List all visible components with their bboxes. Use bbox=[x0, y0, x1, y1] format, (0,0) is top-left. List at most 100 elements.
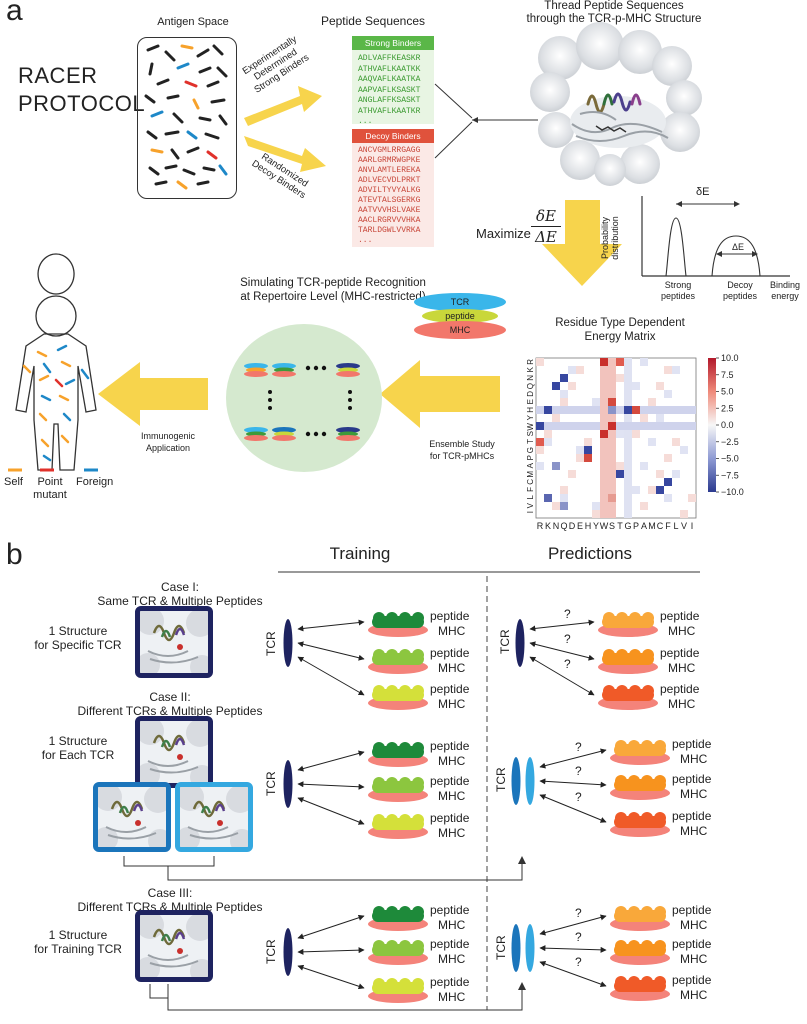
legend-point-line2: mutant bbox=[33, 489, 67, 501]
colorbar bbox=[708, 358, 716, 492]
matrix-cell bbox=[544, 494, 552, 502]
matrix-cell bbox=[624, 358, 632, 366]
matrix-cell bbox=[624, 414, 632, 422]
matrix-cell bbox=[624, 422, 632, 430]
peptide-label: peptide bbox=[660, 609, 700, 623]
peptide-shape bbox=[372, 742, 424, 758]
matrix-cell bbox=[608, 446, 616, 454]
matrix-cell bbox=[672, 366, 680, 374]
matrix-y-tick: F bbox=[526, 487, 535, 492]
peptide-label: peptide bbox=[672, 772, 712, 786]
matrix-cell bbox=[600, 398, 608, 406]
matrix-cell bbox=[536, 422, 544, 430]
case1-line2: Same TCR & Multiple Peptides bbox=[97, 594, 263, 608]
matrix-cell bbox=[608, 374, 616, 382]
binding-arrow bbox=[539, 748, 607, 769]
matrix-y-tick: W bbox=[526, 423, 535, 431]
residue-line1: Residue Type Dependent bbox=[555, 317, 685, 329]
binding-arrow bbox=[297, 914, 365, 940]
tcr-label: TCR bbox=[498, 629, 512, 654]
question-mark: ? bbox=[575, 930, 582, 944]
matrix-cell bbox=[544, 422, 552, 430]
matrix-cell bbox=[616, 406, 624, 414]
matrix-cell bbox=[600, 414, 608, 422]
ensemble-dots bbox=[268, 365, 352, 437]
matrix-cell bbox=[624, 478, 632, 486]
matrix-x-tick: I bbox=[691, 521, 694, 531]
tcr-label: TCR bbox=[494, 767, 508, 792]
matrix-y-tick: G bbox=[526, 447, 535, 453]
stack-mhc-label: MHC bbox=[449, 325, 471, 335]
yellow-arrow-ensemble bbox=[380, 360, 500, 428]
stack-peptide-label: peptide bbox=[445, 311, 475, 321]
binding-arrow bbox=[297, 641, 365, 661]
matrix-cell bbox=[600, 454, 608, 462]
matrix-cell bbox=[600, 374, 608, 382]
case2-struct-line1: 1 Structure bbox=[48, 734, 108, 748]
matrix-x-tick: V bbox=[681, 521, 687, 531]
peptide-shape bbox=[372, 814, 424, 830]
peptide-shape bbox=[372, 940, 424, 956]
matrix-cell bbox=[568, 382, 576, 390]
prediction-tcr bbox=[525, 924, 535, 972]
matrix-cell bbox=[536, 462, 544, 470]
mhc-label: MHC bbox=[438, 661, 466, 675]
matrix-cell bbox=[552, 422, 560, 430]
matrix-cell bbox=[592, 510, 600, 518]
mhc-label: MHC bbox=[680, 988, 708, 1002]
prediction-tcr bbox=[515, 619, 525, 667]
case3-line2: Different TCRs & Multiple Peptides bbox=[77, 900, 263, 914]
matrix-cell bbox=[608, 430, 616, 438]
matrix-cell bbox=[624, 462, 632, 470]
simulating-line2: at Repertoire Level (MHC-restricted) bbox=[240, 291, 426, 303]
question-mark: ? bbox=[575, 764, 582, 778]
matrix-cell bbox=[560, 486, 568, 494]
matrix-cell bbox=[688, 422, 696, 430]
colorbar-tick: 10.0 bbox=[721, 353, 739, 363]
matrix-cell bbox=[600, 510, 608, 518]
panel-b-letter: b bbox=[6, 538, 23, 571]
tcr-label: TCR bbox=[264, 771, 278, 796]
matrix-cell bbox=[680, 406, 688, 414]
question-mark: ? bbox=[575, 739, 582, 754]
training-title: Training bbox=[329, 544, 391, 563]
matrix-cell bbox=[552, 382, 560, 390]
matrix-cell bbox=[544, 438, 552, 446]
matrix-y-tick: R bbox=[526, 359, 535, 365]
peptide-label: peptide bbox=[430, 646, 470, 660]
matrix-cell bbox=[664, 422, 672, 430]
thumbnail-render bbox=[140, 915, 208, 977]
thumbnail-render bbox=[140, 721, 208, 783]
matrix-cell bbox=[600, 462, 608, 470]
yellow-arrow-decoy bbox=[244, 136, 326, 172]
matrix-cell bbox=[664, 390, 672, 398]
mhc-label: MHC bbox=[438, 918, 466, 932]
matrix-cell bbox=[584, 422, 592, 430]
protocol-title-line1: RACER bbox=[18, 63, 98, 88]
binding-arrow bbox=[529, 641, 595, 661]
colorbar-tick: 5.0 bbox=[721, 387, 734, 397]
strong-peak bbox=[665, 217, 687, 277]
matrix-cell bbox=[624, 390, 632, 398]
matrix-x-tick: N bbox=[553, 521, 560, 531]
structure-thumbnail bbox=[135, 716, 213, 788]
matrix-cell bbox=[608, 478, 616, 486]
matrix-y-tick: C bbox=[526, 479, 535, 485]
matrix-cell bbox=[600, 478, 608, 486]
matrix-cell bbox=[600, 494, 608, 502]
matrix-cell bbox=[648, 422, 656, 430]
yellow-arrow-strong bbox=[244, 86, 322, 126]
matrix-cell bbox=[640, 406, 648, 414]
matrix-cell bbox=[640, 414, 648, 422]
matrix-cell bbox=[560, 406, 568, 414]
decoy-sequence: AATVVVHSLVAKE bbox=[358, 206, 421, 215]
binding-energy-label: Binding energy bbox=[764, 280, 806, 302]
question-mark: ? bbox=[564, 657, 571, 671]
matrix-cell bbox=[568, 422, 576, 430]
matrix-cell bbox=[608, 510, 616, 518]
matrix-cell bbox=[600, 390, 608, 398]
